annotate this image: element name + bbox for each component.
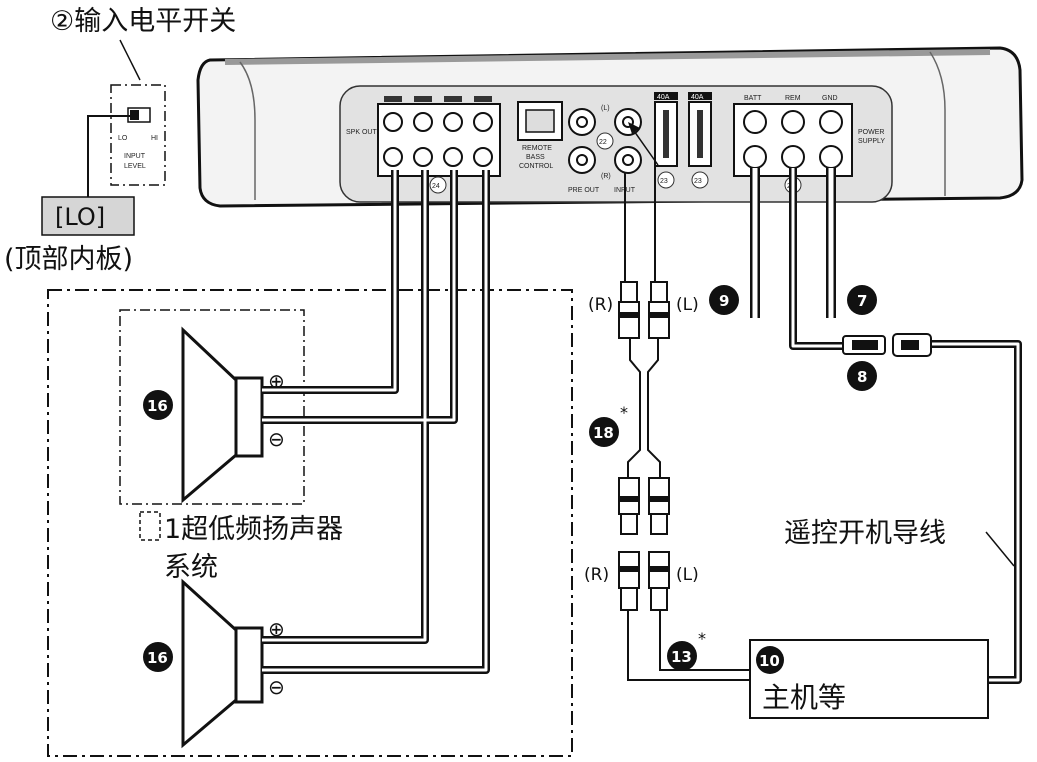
svg-text:(R): (R) xyxy=(601,173,611,180)
rca-cables: (R) (L) (R) (L) 18 * 13 * xyxy=(584,122,750,681)
svg-text:REM: REM xyxy=(785,95,801,102)
rca-top-r: (R) xyxy=(588,295,613,315)
head-unit-label: 主机等 xyxy=(762,681,846,714)
rca-jacks: (L) (R) PRE OUT INPUT 22 xyxy=(568,105,642,194)
speaker1-badge: 16 xyxy=(147,397,168,415)
subwoofer-system-label-1: 1超低频扬声器 xyxy=(164,514,343,545)
svg-text:INPUT: INPUT xyxy=(124,153,146,160)
rca-bottom-l: (L) xyxy=(676,565,699,585)
lo-tag: [LO] xyxy=(55,203,105,231)
rca-bottom-r: (R) xyxy=(584,565,609,585)
svg-text:(L): (L) xyxy=(601,105,610,112)
rca13-badge: 13 xyxy=(671,648,692,666)
spk-out-label: SPK OUT xyxy=(346,129,377,136)
rca18-badge: 18 xyxy=(593,424,614,442)
svg-text:CONTROL: CONTROL xyxy=(519,163,553,170)
power7-badge: 7 xyxy=(857,292,867,310)
svg-text:REMOTE: REMOTE xyxy=(522,145,552,152)
svg-text:40A: 40A xyxy=(657,94,670,101)
remote-lead-label: 遥控开机导线 xyxy=(784,518,946,549)
svg-text:POWER: POWER xyxy=(858,129,884,136)
input-level-switch-label: ②输入电平开关 xyxy=(50,6,236,37)
speaker2-minus: ⊖ xyxy=(268,675,285,699)
remote-connector xyxy=(842,333,932,357)
svg-text:*: * xyxy=(698,629,706,648)
callout-23b: 23 xyxy=(694,178,702,185)
head10-badge: 10 xyxy=(759,652,780,670)
rca-top-l: (L) xyxy=(676,295,699,315)
svg-text:GND: GND xyxy=(822,95,838,102)
svg-text:LEVEL: LEVEL xyxy=(124,163,146,170)
power-terminals: BATT REM GND POWER SUPPLY 21 xyxy=(733,95,885,194)
fuses: 40A 40A 23 23 xyxy=(654,92,712,189)
subwoofer-system: 1超低频扬声器 系统 xyxy=(47,289,573,757)
speaker1-minus: ⊖ xyxy=(268,427,285,451)
amplifier xyxy=(196,46,1024,208)
svg-text:SUPPLY: SUPPLY xyxy=(858,138,885,145)
svg-text:LO: LO xyxy=(118,135,128,142)
svg-text:*: * xyxy=(620,403,628,422)
subwoofer-speaker-1: ⊕ ⊖ 16 xyxy=(143,326,285,504)
svg-text:BASS: BASS xyxy=(526,154,545,161)
connector8-badge: 8 xyxy=(857,368,867,386)
speaker2-badge: 16 xyxy=(147,649,168,667)
pre-out-label: PRE OUT xyxy=(568,187,600,194)
svg-text:HI: HI xyxy=(151,135,158,142)
subwoofer-system-label-2: 系统 xyxy=(164,552,218,583)
callout-22: 22 xyxy=(599,139,607,146)
subwoofer-speaker-2: ⊕ ⊖ 16 xyxy=(143,578,285,749)
callout-23a: 23 xyxy=(660,178,668,185)
power9-badge: 9 xyxy=(719,292,729,310)
speaker-output-terminals: SPK OUT 24 xyxy=(346,96,501,194)
head-unit: 10 主机等 xyxy=(749,639,989,719)
input-level-switch-inset: ②输入电平开关 LO HI INPUT LEVEL [LO] (顶部内板) xyxy=(4,6,236,275)
speaker-wires xyxy=(262,170,490,674)
lo-tag-box xyxy=(41,196,135,236)
speaker2-plus: ⊕ xyxy=(268,617,285,641)
remote-bass-control-jack: REMOTE BASS CONTROL xyxy=(517,101,563,170)
top-inner-panel-label: (顶部内板) xyxy=(4,244,133,275)
svg-text:40A: 40A xyxy=(691,94,704,101)
power-cables: 9 7 8 遥控开机导线 xyxy=(709,168,1022,684)
svg-text:BATT: BATT xyxy=(744,95,762,102)
callout-24: 24 xyxy=(432,183,440,190)
